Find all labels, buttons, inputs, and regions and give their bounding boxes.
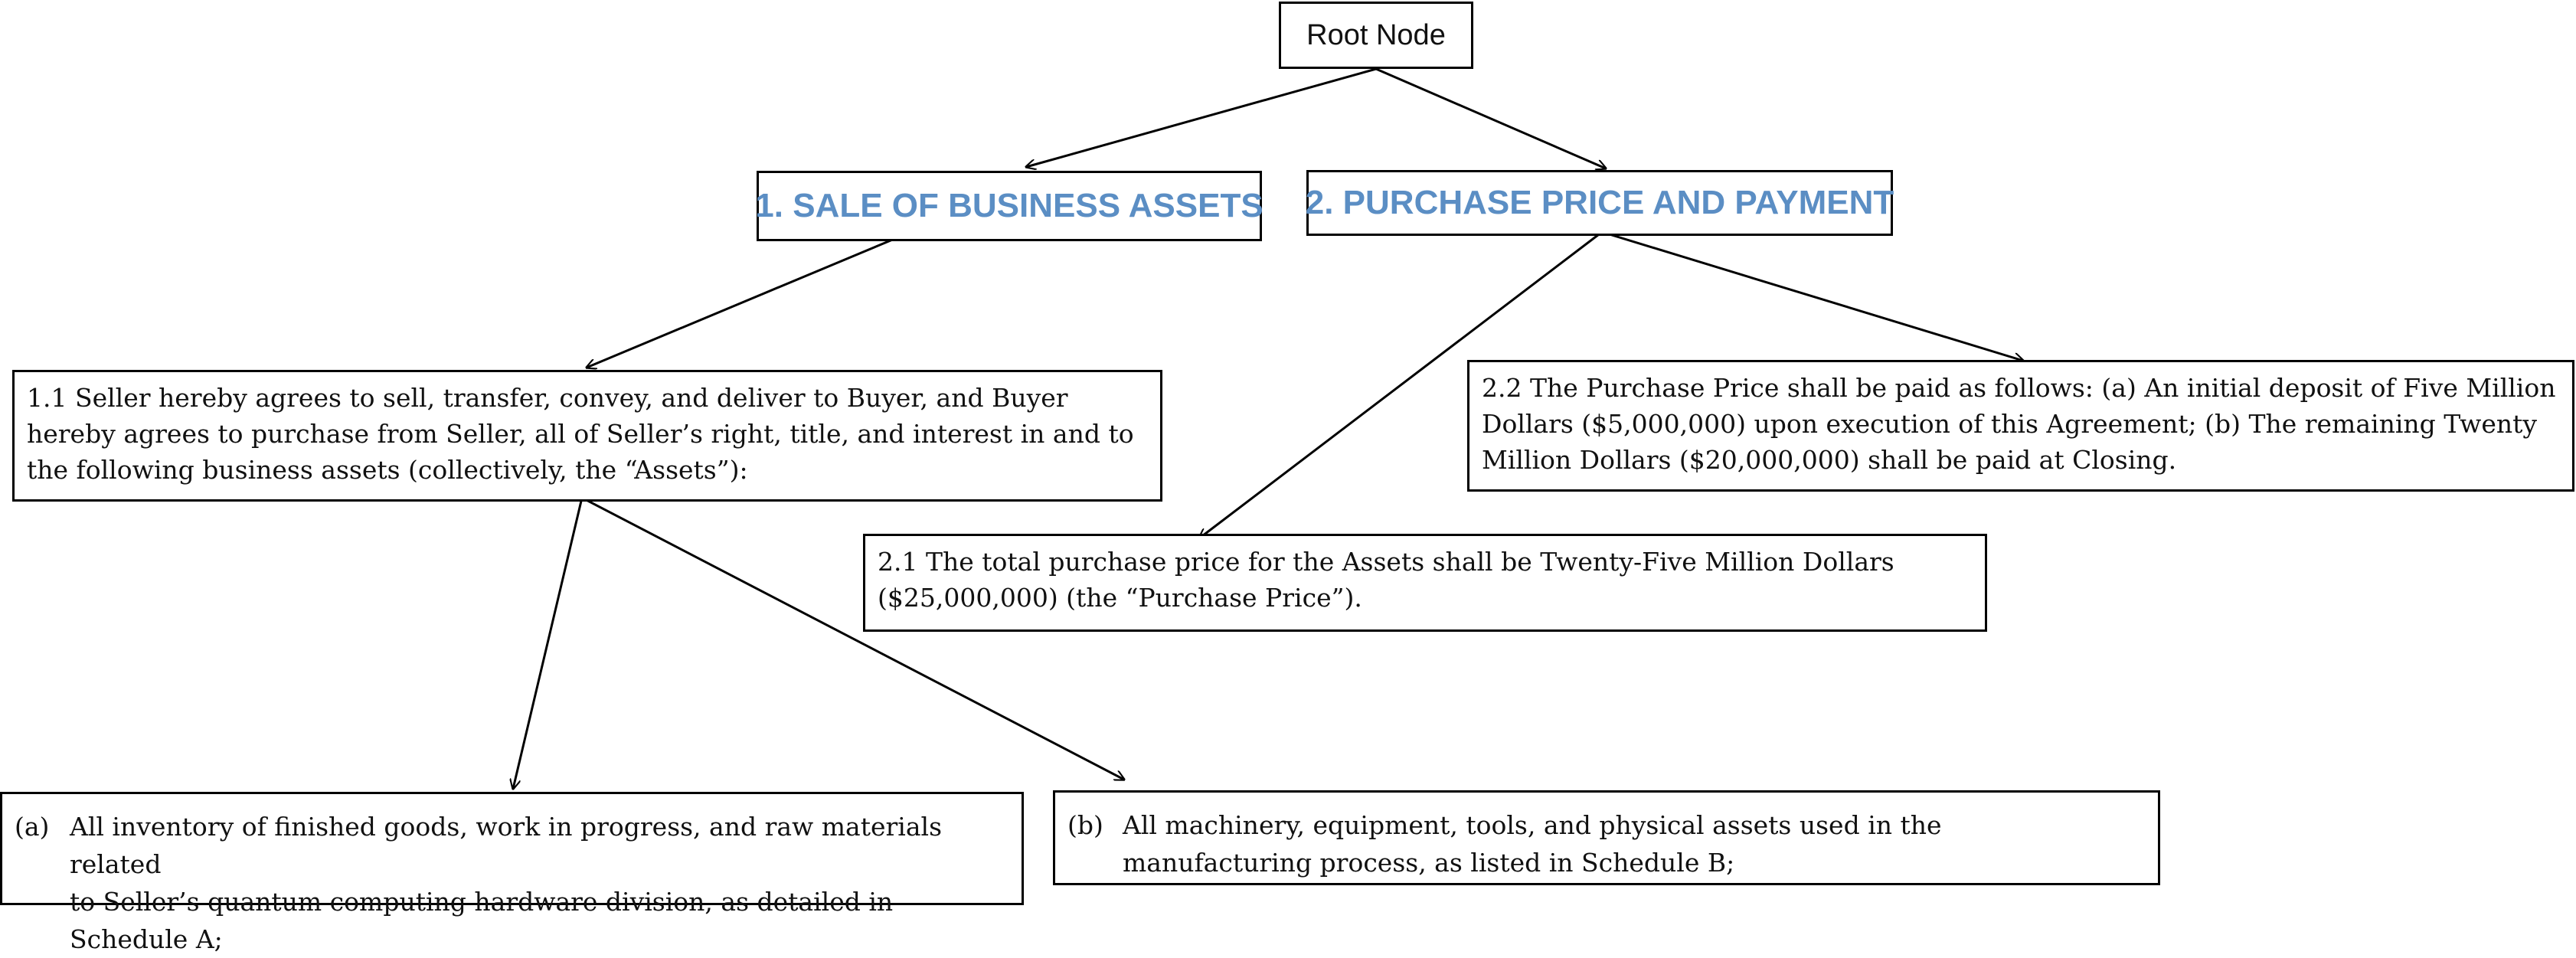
item-a-line-1: All inventory of finished goods, work in… bbox=[70, 812, 943, 879]
edge-sec2-to-c21 bbox=[1199, 231, 1603, 538]
clause-1-1: 1.1 Seller hereby agrees to sell, transf… bbox=[12, 370, 1162, 502]
clause-2-2-line-1: 2.2 The Purchase Price shall be paid as … bbox=[1482, 373, 2556, 403]
clause-1-1-line-3: the following business assets (collectiv… bbox=[27, 455, 748, 485]
root-node: Root Node bbox=[1279, 2, 1473, 69]
edge-layer bbox=[0, 67, 2576, 907]
item-a: (a) All inventory of finished goods, wor… bbox=[0, 792, 1024, 954]
clause-2-2-line-2: Dollars ($5,000,000) upon execution of t… bbox=[1482, 409, 2538, 439]
clause-2-1-line-2: ($25,000,000) (the “Purchase Price”). bbox=[878, 583, 1362, 613]
clause-2-2-line-3: Million Dollars ($20,000,000) shall be p… bbox=[1482, 445, 2177, 475]
clause-2-2: 2.2 The Purchase Price shall be paid as … bbox=[1467, 360, 2574, 492]
clause-1-1-line-1: 1.1 Seller hereby agrees to sell, transf… bbox=[27, 383, 1068, 413]
item-a-line-2: to Seller’s quantum computing hardware d… bbox=[70, 887, 894, 954]
edge-root-to-sec2 bbox=[1375, 67, 1606, 168]
item-a-marker: (a) bbox=[15, 812, 50, 842]
item-a-text: All inventory of finished goods, work in… bbox=[70, 808, 1009, 954]
item-b-marker: (b) bbox=[1067, 810, 1103, 840]
section-1-heading-box: 1. SALE OF BUSINESS ASSETS bbox=[755, 171, 1263, 241]
item-b-line-1: All machinery, equipment, tools, and phy… bbox=[1123, 810, 1942, 840]
item-b: (b) All machinery, equipment, tools, and… bbox=[1053, 790, 2160, 885]
edge-sec2-to-c22 bbox=[1601, 231, 2023, 361]
item-b-line-2: manufacturing process, as listed in Sche… bbox=[1123, 848, 1735, 878]
section-2-heading-box: 2. PURCHASE PRICE AND PAYMENT bbox=[1305, 170, 1894, 236]
section-2-heading: 2. PURCHASE PRICE AND PAYMENT bbox=[1305, 184, 1894, 221]
edge-sec1-to-c11 bbox=[587, 235, 901, 368]
edge-root-to-sec1 bbox=[1026, 67, 1377, 167]
clause-2-1-line-1: 2.1 The total purchase price for the Ass… bbox=[878, 547, 1894, 577]
edge-c11-to-a bbox=[513, 497, 584, 789]
root-node-label: Root Node bbox=[1306, 18, 1446, 51]
item-b-text: All machinery, equipment, tools, and phy… bbox=[1123, 806, 1942, 878]
section-1-heading: 1. SALE OF BUSINESS ASSETS bbox=[755, 187, 1263, 224]
clause-2-1: 2.1 The total purchase price for the Ass… bbox=[863, 534, 1987, 632]
edge-c11-to-b bbox=[581, 496, 1124, 780]
clause-1-1-line-2: hereby agrees to purchase from Seller, a… bbox=[27, 419, 1134, 449]
